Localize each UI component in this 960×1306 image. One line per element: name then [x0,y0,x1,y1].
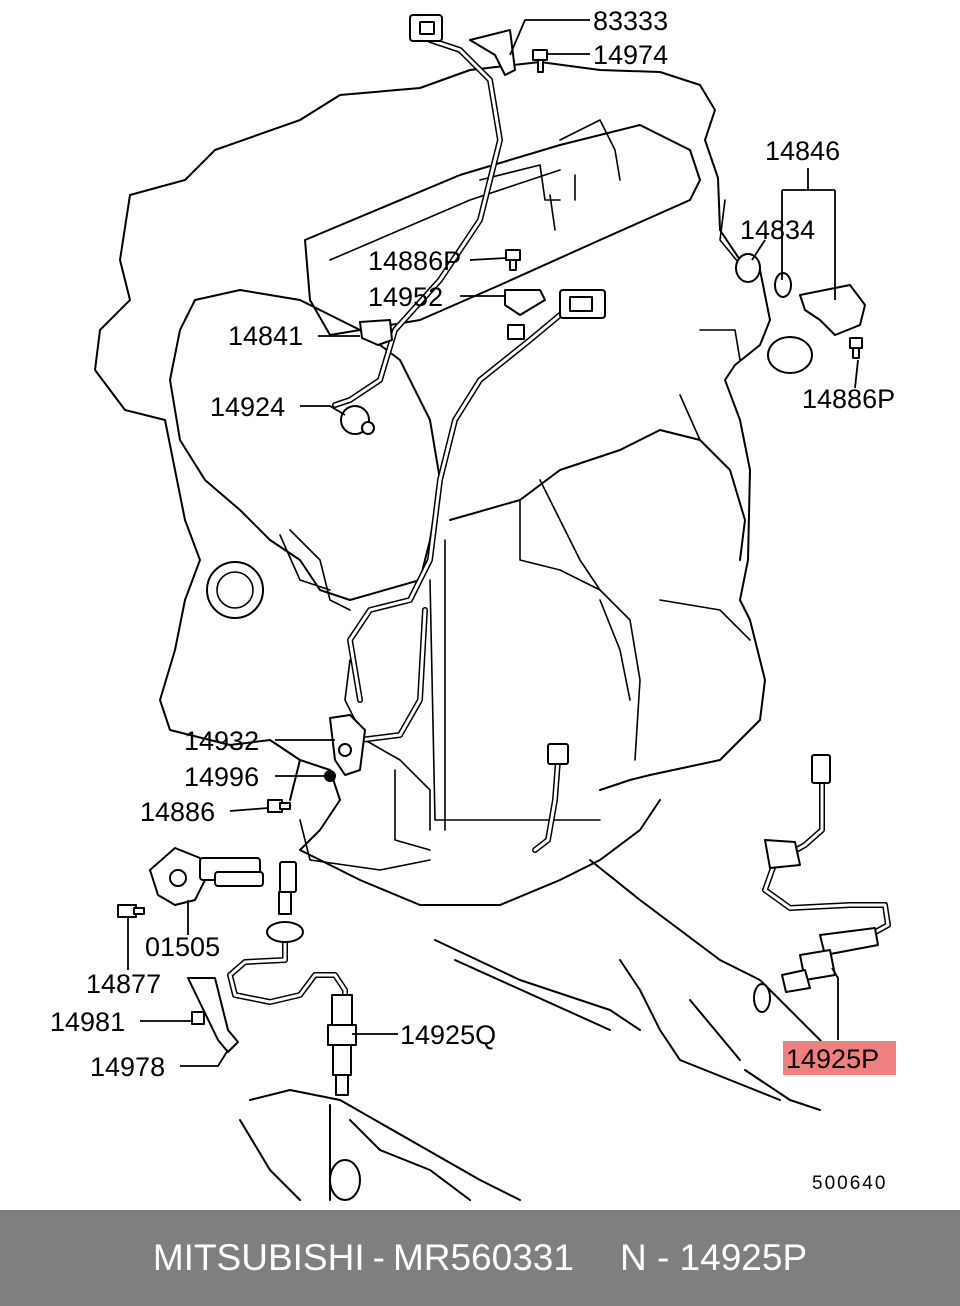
callout-14886: 14886 [140,797,215,827]
wiring-harness-drawing [227,37,891,1005]
callout-83333: 83333 [593,6,668,36]
callout-14886P-right: 14886P [802,384,895,414]
callout-14925P: 14925P [786,1044,879,1074]
drawing-number: 500640 [812,1173,887,1194]
footer-note: N - 14925P [619,1237,808,1278]
engine-block-drawing [94,61,813,906]
callout-14974: 14974 [593,40,668,70]
callout-14924: 14924 [210,392,285,422]
parts-diagram: 83333 14974 14846 14834 14886P 14952 148… [50,6,896,1201]
callout-14996: 14996 [184,762,259,792]
highlight-box [783,1041,896,1075]
callout-14932: 14932 [184,726,259,756]
callout-14841: 14841 [228,321,303,351]
callout-14925Q: 14925Q [400,1020,496,1050]
footer-bar: MITSUBISHI - MR560331 N - 14925P [0,1210,960,1306]
callout-14981: 14981 [50,1007,125,1037]
callout-14952: 14952 [368,282,443,312]
callout-01505: 01505 [145,932,220,962]
callout-14877: 14877 [86,969,161,999]
footer-separator: - [372,1237,385,1278]
footer-part-number: MR560331 [392,1237,574,1278]
callout-14978: 14978 [90,1052,165,1082]
callout-labels: 83333 14974 14846 14834 14886P 14952 148… [50,6,895,1194]
callout-14846: 14846 [765,136,840,166]
exhaust-system-drawing [239,859,836,1201]
footer-brand: MITSUBISHI [152,1237,365,1278]
leader-lines [127,19,859,1067]
components-drawing [117,14,879,1096]
callout-14886P-top: 14886P [368,246,461,276]
callout-14834: 14834 [740,215,815,245]
